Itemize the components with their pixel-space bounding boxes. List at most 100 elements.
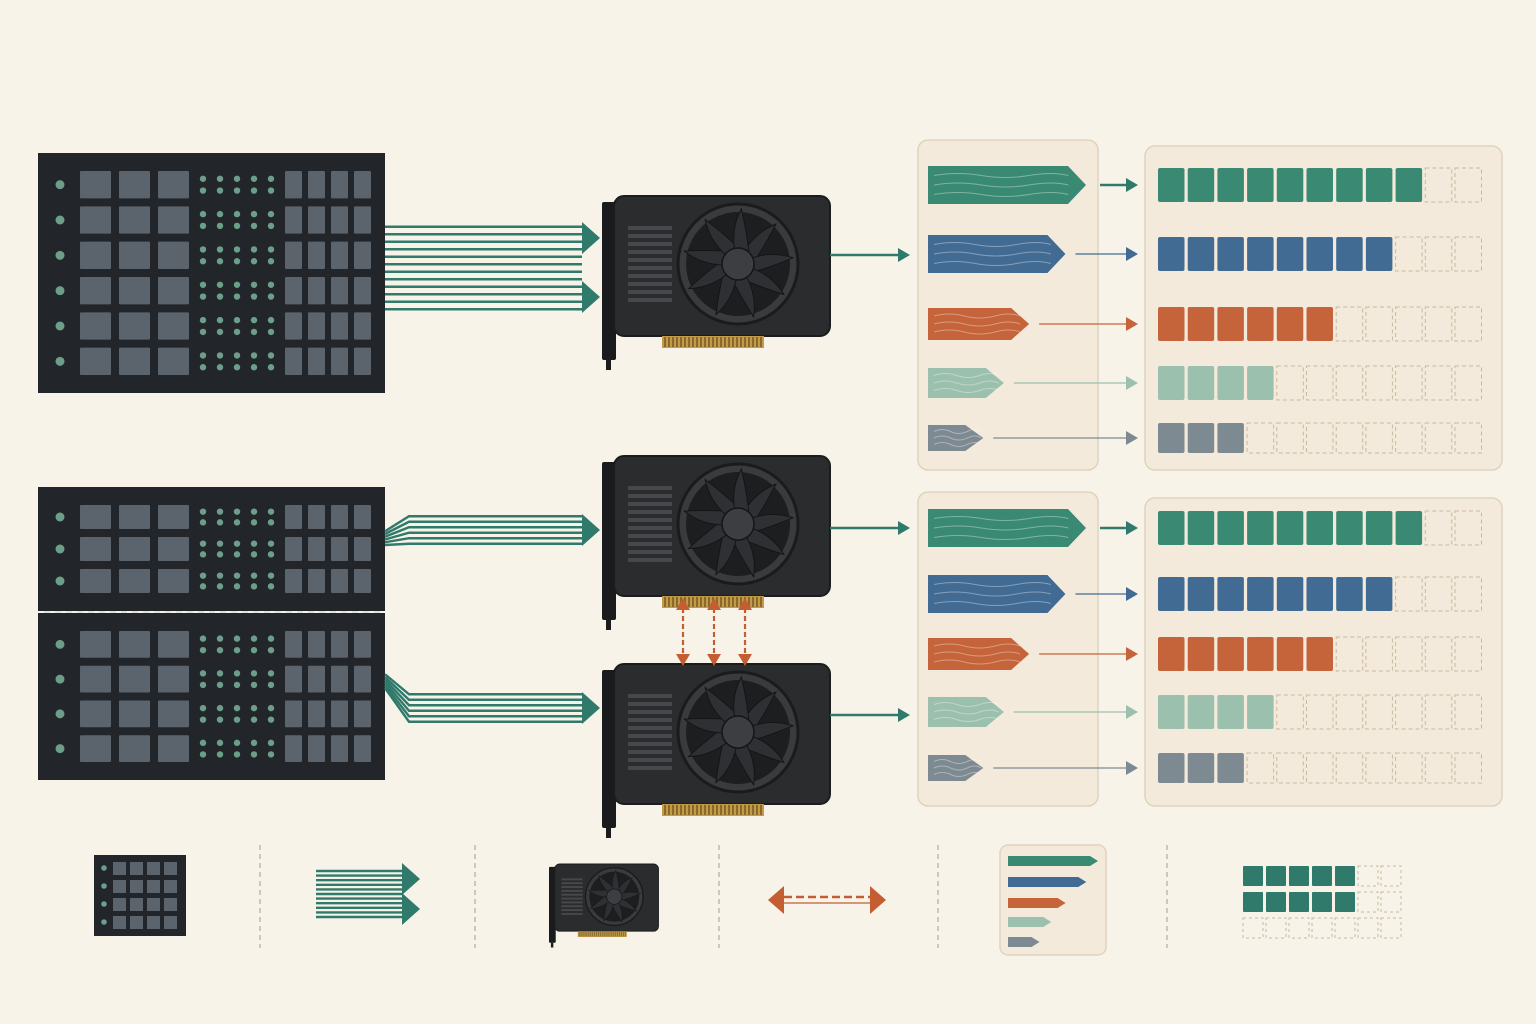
gpu-contact-pin <box>728 805 730 815</box>
grid-dot <box>216 540 224 547</box>
grid-cell <box>308 537 325 561</box>
empty-block <box>1365 365 1393 401</box>
allocated-block <box>1217 168 1244 202</box>
gpu-vent <box>561 878 583 881</box>
grid-dot <box>233 364 241 371</box>
grid-dot <box>233 246 241 253</box>
grid-dot <box>250 635 258 642</box>
grid-cell <box>158 700 189 728</box>
grid-cell <box>285 700 302 728</box>
grid-dot <box>199 508 207 515</box>
grid-dot <box>199 716 207 723</box>
allocated-block <box>1247 577 1274 611</box>
grid-dot <box>250 751 258 758</box>
grid-cell <box>354 206 371 234</box>
grid-cell <box>130 898 143 911</box>
grid-cell <box>158 347 189 375</box>
stream-bar-shape <box>928 308 1030 340</box>
grid-dot <box>199 646 207 654</box>
empty-block <box>1454 167 1482 203</box>
grid-cell <box>308 277 325 305</box>
stream-texture <box>933 591 1051 597</box>
gpu-contact-pin <box>692 337 694 347</box>
empty-block <box>1424 306 1453 342</box>
allocated-block <box>1158 695 1185 729</box>
grid-cell <box>354 665 371 693</box>
gpu-contact-pin <box>752 337 754 347</box>
empty-block <box>1395 576 1423 612</box>
grid-dot <box>250 572 258 579</box>
stream-texture <box>933 601 1051 606</box>
grid-cell <box>308 241 325 269</box>
gpu-vent <box>628 266 672 270</box>
stream-texture <box>933 182 1069 188</box>
grid-dot <box>216 519 224 526</box>
empty-block <box>1395 365 1423 401</box>
grid-cell <box>130 880 143 893</box>
grid-cell <box>308 735 325 762</box>
allocated-block <box>1187 753 1215 783</box>
memory-grid-partition-b <box>38 613 385 780</box>
empty-block <box>1395 694 1423 730</box>
gpu-contact-pin <box>760 597 762 607</box>
grid-cell <box>164 862 177 875</box>
allocated-block <box>1247 237 1274 271</box>
grid-dot <box>199 572 207 579</box>
grid-cell <box>331 665 348 693</box>
grid-dot <box>199 210 207 218</box>
grid-cell <box>119 241 150 269</box>
gpu-vent <box>561 886 583 888</box>
grid-dot <box>233 704 241 712</box>
grid-dot <box>216 670 224 677</box>
data-lane <box>384 673 582 696</box>
grid-cell <box>80 312 111 340</box>
stream-connector <box>1100 178 1138 192</box>
gpu-vent <box>561 897 583 900</box>
gpu-contact-pin <box>680 337 682 347</box>
grid-cell <box>354 700 371 728</box>
grid-cell <box>308 347 325 375</box>
arrow-right-icon <box>582 281 600 313</box>
stream-bar <box>928 638 1030 670</box>
empty-block <box>1276 694 1304 730</box>
gpu-contact-pin <box>607 931 609 937</box>
gpu-vent <box>628 234 672 238</box>
gpu-contact-pin <box>756 337 758 347</box>
grid-dot <box>267 258 275 265</box>
grid-cell <box>130 916 143 929</box>
allocated-block <box>1247 307 1274 341</box>
arrow-right-icon <box>1126 376 1138 390</box>
grid-cell <box>354 537 371 561</box>
grid-cell <box>158 665 189 693</box>
grid-dot <box>199 635 207 642</box>
grid-dot <box>250 670 258 677</box>
gpu-bracket-tab <box>550 942 554 948</box>
grid-cell <box>354 631 371 658</box>
grid-cell <box>308 312 325 340</box>
grid-dot <box>233 670 241 677</box>
gpu-bracket-tab <box>606 620 611 630</box>
grid-dot <box>250 739 258 747</box>
grid-dot <box>250 246 258 253</box>
grid-cell <box>147 880 160 893</box>
grid-dot <box>250 222 258 230</box>
grid-dot <box>267 246 275 253</box>
empty-block <box>1357 865 1379 887</box>
grid-dot <box>199 281 207 288</box>
grid-dot <box>216 175 224 182</box>
stream-bar-shape <box>928 697 1004 727</box>
arrow-right-icon <box>1126 761 1138 775</box>
grid-cell <box>119 569 150 593</box>
empty-block <box>1365 306 1393 342</box>
empty-block <box>1365 422 1393 454</box>
grid-dot <box>267 508 275 515</box>
gpu-vent <box>628 718 672 722</box>
grid-dot <box>233 187 241 194</box>
empty-block <box>1306 365 1334 401</box>
empty-block <box>1380 891 1402 913</box>
grid-cell <box>331 505 348 529</box>
gpu-contact-pin <box>615 931 617 937</box>
grid-dot <box>216 681 224 689</box>
grid-dot <box>199 246 207 253</box>
gpu-vent <box>628 534 672 538</box>
